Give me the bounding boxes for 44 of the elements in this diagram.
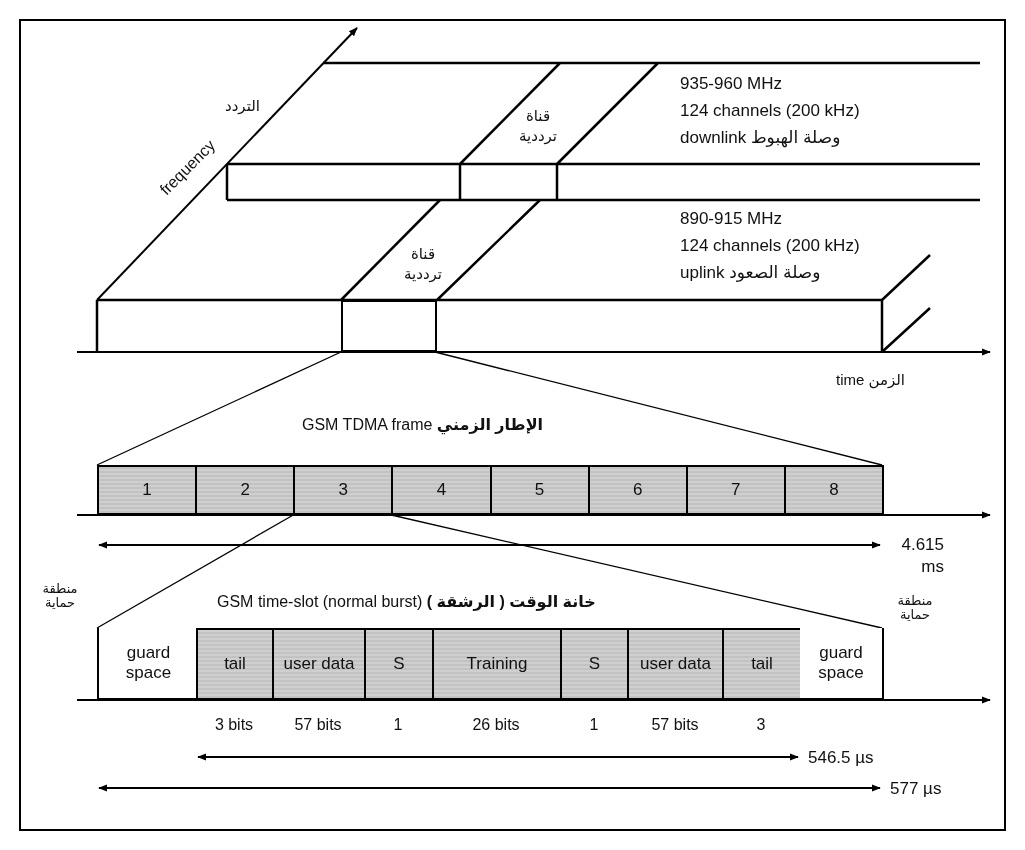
guard-label: منطقة حماية — [41, 582, 79, 610]
bit-count: 3 bits — [214, 715, 254, 735]
burst-field-cell: S — [364, 628, 434, 700]
zoom-line — [96, 351, 342, 466]
band-label: 935-960 MHz — [680, 73, 783, 95]
dimension-label: 577 µs — [890, 778, 942, 800]
burst-field-cell: Training — [432, 628, 562, 700]
time-slot-cell: 7 — [685, 465, 786, 515]
bit-count: 57 bits — [294, 715, 342, 735]
guard-space-cell: guard space — [800, 628, 884, 700]
band-label: downlink وصلة الهبوط — [680, 127, 841, 150]
burst-field-cell: user data — [272, 628, 366, 700]
band-label: 124 channels (200 kHz) — [680, 100, 860, 122]
burst-field-cell: S — [560, 628, 629, 700]
axis-label: time الزمن — [836, 370, 905, 390]
guard-space-cell: guard space — [97, 628, 198, 700]
bit-count: 1 — [393, 715, 403, 735]
zoom-line — [434, 351, 883, 466]
time-slot-cell: 6 — [587, 465, 688, 515]
zoom-line — [390, 514, 883, 629]
time-slot-cell: 4 — [391, 465, 492, 515]
burst-field-cell: user data — [627, 628, 724, 700]
axis-label: التردد — [225, 96, 260, 116]
channel-label: قناة ترددية — [518, 106, 558, 145]
bit-count: 1 — [589, 715, 599, 735]
guard-label: منطقة حماية — [896, 594, 934, 622]
band-label: 124 channels (200 kHz) — [680, 235, 860, 257]
time-slot-cell: 3 — [293, 465, 394, 515]
time-slot-cell: 1 — [97, 465, 198, 515]
band-label: uplink وصلة الصعود — [680, 262, 821, 284]
dimension-label: 4.615 ms — [900, 534, 944, 579]
burst-field-cell: tail — [722, 628, 802, 700]
bit-count: 3 — [756, 715, 766, 735]
time-slot-cell: 8 — [783, 465, 884, 515]
burst-field-cell: tail — [196, 628, 274, 700]
zoom-line — [96, 514, 294, 629]
time-slot-cell: 5 — [489, 465, 590, 515]
channel-label: قناة ترددية — [403, 244, 443, 283]
bit-count: 26 bits — [472, 715, 520, 735]
channel-slot — [341, 300, 437, 352]
bit-count: 57 bits — [651, 715, 699, 735]
dimension-label: 546.5 µs — [808, 747, 874, 769]
band-label: 890-915 MHz — [680, 208, 783, 230]
time-slot-cell: 2 — [195, 465, 296, 515]
